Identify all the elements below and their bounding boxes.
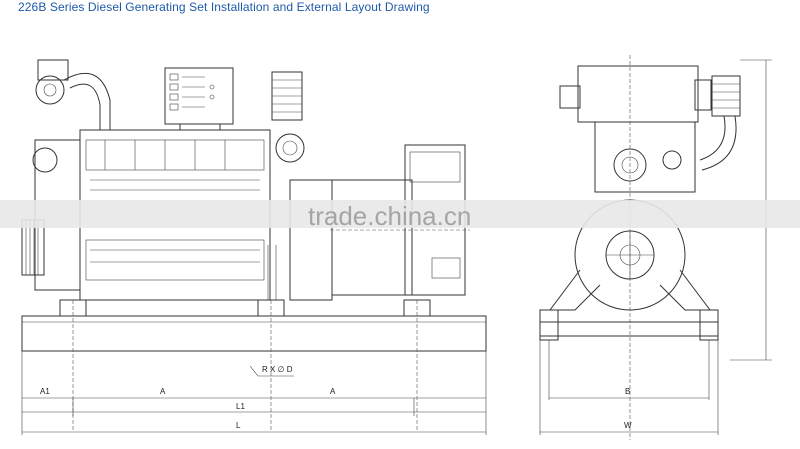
dim-b: B	[625, 387, 630, 396]
dim-l: L	[236, 421, 241, 430]
side-base-frame	[21, 315, 487, 352]
generator-body	[331, 179, 413, 296]
end-base-frame	[539, 321, 719, 337]
end-engine-front	[594, 121, 696, 193]
end-top-housing	[577, 65, 699, 123]
generator-coupling	[289, 179, 333, 301]
dim-a-right: A	[330, 387, 336, 396]
end-exhaust-elbow	[711, 75, 741, 117]
end-view: B W	[539, 55, 772, 440]
exhaust-pipe	[63, 72, 111, 130]
blurred-band	[0, 200, 800, 228]
hole-note: R X ∅ D	[262, 365, 293, 374]
control-panel	[164, 67, 234, 125]
drawing-title: 226B Series Diesel Generating Set Instal…	[18, 0, 430, 14]
front-pulley	[21, 219, 45, 276]
end-right-mount	[659, 269, 711, 311]
side-view: R X ∅ D A1 A A L1 L	[21, 59, 487, 435]
turbocharger	[35, 75, 65, 105]
dim-a-left: A	[160, 387, 166, 396]
dim-l1: L1	[236, 402, 245, 411]
end-left-mount	[549, 269, 601, 311]
dim-w: W	[624, 421, 632, 430]
watermark: trade.china.cn	[308, 201, 471, 231]
dim-a1: A1	[40, 387, 50, 396]
